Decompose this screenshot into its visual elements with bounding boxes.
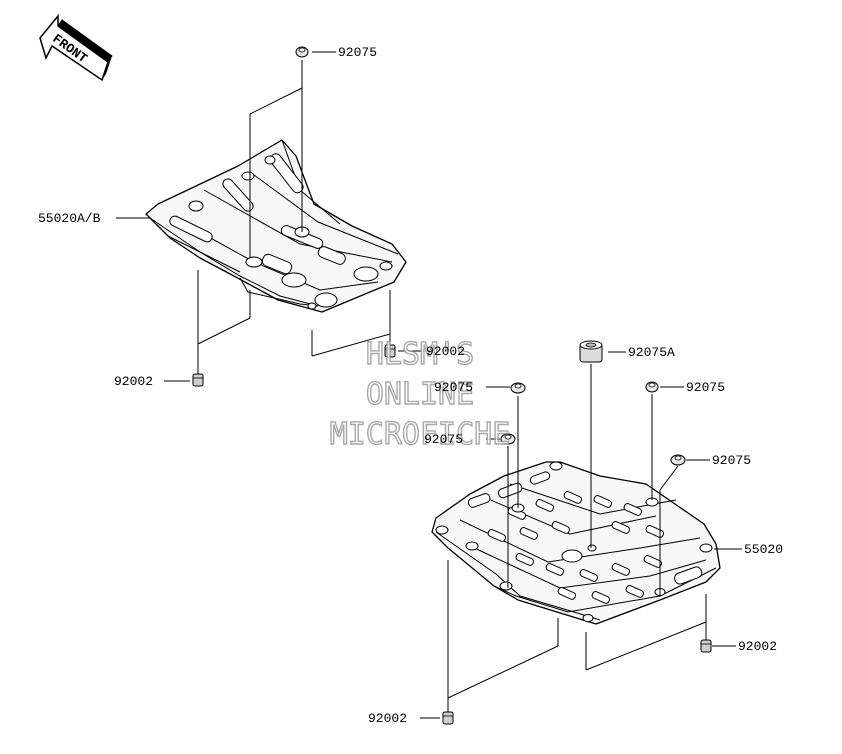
label-92075-rear-c: 92075 — [686, 380, 725, 395]
bolt-92002-left — [192, 373, 204, 387]
label-92075-rear-d: 92075 — [712, 453, 751, 468]
label-92075-rear-a: 92075 — [434, 380, 473, 395]
bolt-92002-rear-right — [700, 639, 712, 653]
skid-plate-rear — [431, 461, 721, 625]
nut-92075-top — [295, 46, 309, 58]
label-92075A: 92075A — [628, 345, 675, 360]
leader-lines-front — [116, 51, 424, 382]
watermark: HLSM'S ONLINE MICROFICHE — [329, 336, 511, 452]
label-55020AB: 55020A/B — [38, 211, 101, 226]
bolt-92002-mid — [384, 344, 396, 358]
watermark-line-3: MICROFICHE — [330, 417, 511, 452]
spacer-92075A — [579, 340, 603, 363]
watermark-line-2: ONLINE — [366, 377, 474, 412]
bolt-92002-rear-bottom — [442, 711, 454, 725]
leader-lines-rear — [420, 351, 742, 719]
nut-92075-rear-b — [500, 433, 516, 445]
skid-plate-front — [145, 139, 407, 313]
label-92075-top: 92075 — [338, 45, 377, 60]
front-direction-badge: FRONT — [39, 13, 113, 82]
nut-92075-rear-a — [510, 382, 526, 394]
label-92002-mid: 92002 — [426, 344, 465, 359]
label-92002-left: 92002 — [114, 374, 153, 389]
nut-92075-rear-c — [645, 381, 659, 393]
nut-92075-rear-d — [670, 454, 686, 466]
label-55020: 55020 — [744, 542, 783, 557]
watermark-line-1: HLSM'S — [366, 337, 474, 372]
label-92002-rear-right: 92002 — [738, 639, 777, 654]
label-92075-rear-b: 92075 — [424, 432, 463, 447]
label-92002-rear-bottom: 92002 — [368, 711, 407, 726]
